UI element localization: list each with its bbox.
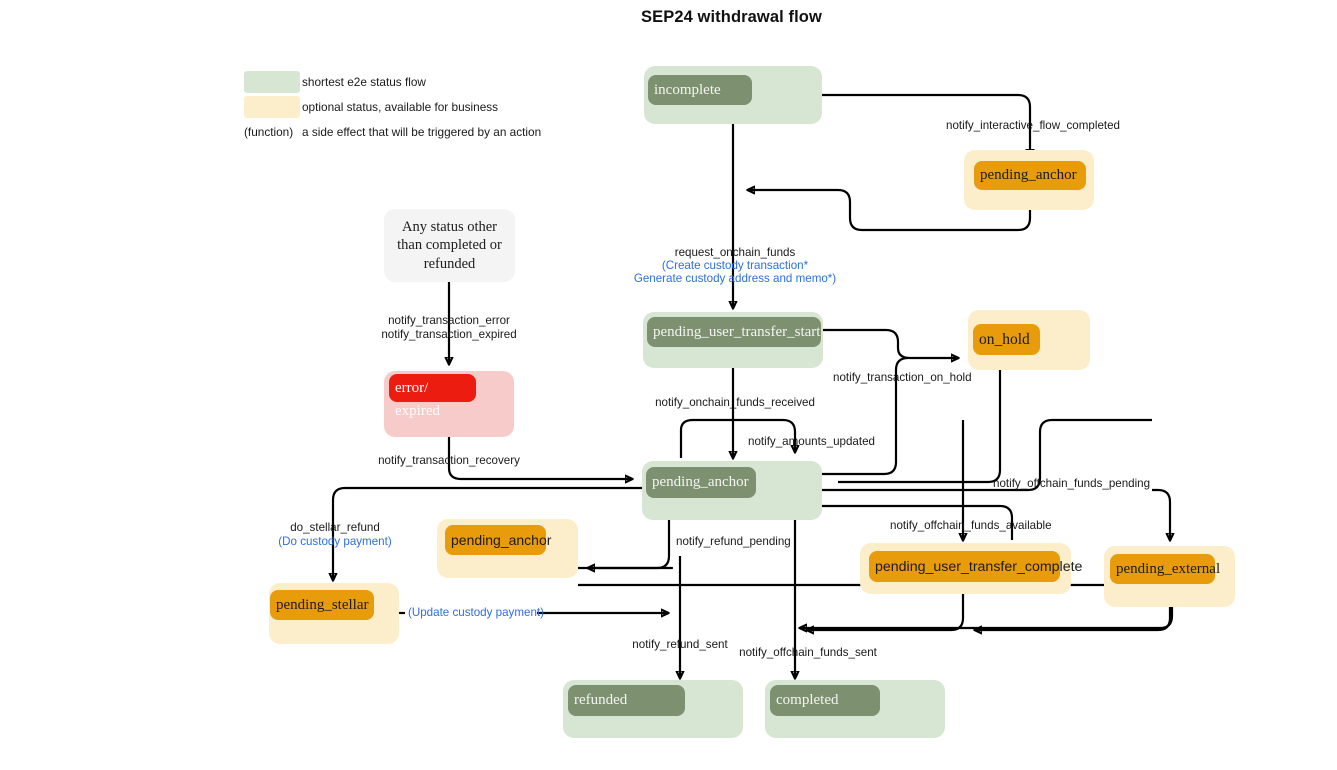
node-error-badge: error/ [389, 374, 476, 402]
node-any-status[interactable]: Any status other than completed or refun… [384, 209, 515, 282]
node-incomplete-label: incomplete [654, 81, 721, 98]
edge-label-notify-transaction-recovery: notify_transaction_recovery [378, 454, 520, 467]
node-pending-anchor-refund-label: pending_anchor [451, 532, 552, 548]
node-pending-stellar-badge: pending_stellar [270, 590, 374, 620]
node-pending-anchor-top-badge: pending_anchor [974, 161, 1086, 190]
legend-function-token: (function) [244, 125, 294, 139]
node-pending-external-label: pending_external [1116, 560, 1221, 577]
edge-on-hold-down [838, 358, 1002, 484]
node-expired-label: expired [395, 403, 440, 419]
edge-label-notify-refund-pending: notify_refund_pending [676, 535, 791, 548]
edge-pending-external-to-completed [975, 606, 1172, 630]
page-title: SEP24 withdrawal flow [641, 8, 822, 26]
node-refunded-label: refunded [574, 692, 628, 708]
node-pending-stellar-label: pending_stellar [276, 596, 369, 613]
node-pending-anchor-top-label: pending_anchor [980, 167, 1077, 183]
edge-pending-anchor-return [748, 190, 1032, 232]
node-pending-anchor-main[interactable]: pending_anchor [642, 461, 822, 520]
node-on-hold-label: on_hold [979, 330, 1030, 348]
node-any-status-label: Any status other than completed or refun… [397, 218, 502, 272]
edge-pending-anchor-refund-pending [588, 520, 671, 568]
node-pending-user-transfer-complete[interactable]: pending_user_transfer_complete [860, 543, 1082, 594]
node-error-label: error/ [395, 379, 429, 396]
node-on-hold[interactable]: on_hold [968, 310, 1090, 370]
edge-label-notify-refund-sent: notify_refund_sent [632, 638, 728, 651]
edge-label-notify-onchain-funds-received: notify_onchain_funds_received [655, 396, 815, 409]
edge-label-notify-offchain-funds-available: notify_offchain_funds_available [890, 519, 1052, 532]
edge-label-notify-transaction-error: notify_transaction_error [388, 314, 510, 327]
edge-label-generate-custody-address: Generate custody address and memo*) [633, 272, 837, 285]
node-completed[interactable]: completed [765, 680, 945, 738]
edge-putc-to-completed [807, 594, 965, 630]
edge-label-do-custody-payment: (Do custody payment) [278, 535, 392, 548]
edge-label-notify-transaction-expired: notify_transaction_expired [381, 328, 517, 341]
edge-label-create-custody-transaction: (Create custody transaction* [661, 259, 809, 272]
edge-to-pending-external [1152, 488, 1170, 540]
edge-pending-anchor-to-pending-stellar [333, 486, 642, 580]
node-pending-external[interactable]: pending_external [1104, 546, 1235, 607]
node-pending-user-transfer-complete-label: pending_user_transfer_complete [875, 558, 1083, 575]
node-pending-anchor-top[interactable]: pending_anchor [964, 150, 1094, 210]
edge-label-do-stellar-refund: do_stellar_refund [290, 521, 380, 534]
node-pending-user-transfer-start-badge: pending_user_transfer_start [647, 317, 821, 347]
node-refunded[interactable]: refunded [563, 680, 743, 738]
node-completed-label: completed [776, 692, 839, 708]
edge-label-notify-offchain-funds-pending: notify_offchain_funds_pending [993, 477, 1151, 490]
node-on-hold-badge: on_hold [973, 324, 1040, 355]
edge-pending-anchor-amounts-updated [733, 418, 795, 452]
node-pending-user-transfer-start-label: pending_user_transfer_start [653, 323, 821, 340]
edge-pending-anchor-selfloop-left [679, 418, 733, 458]
node-pending-anchor-main-badge: pending_anchor [646, 467, 756, 498]
node-pending-user-transfer-start[interactable]: pending_user_transfer_start [643, 312, 823, 368]
legend-label-shortest-flow: shortest e2e status flow [302, 75, 426, 89]
edge-label-notify-amounts-updated: notify_amounts_updated [748, 435, 875, 448]
node-incomplete[interactable]: incomplete [644, 66, 822, 124]
node-pending-user-transfer-complete-badge: pending_user_transfer_complete [869, 551, 1082, 582]
legend-label-optional-status: optional status, available for business [302, 100, 499, 114]
edge-label-notify-offchain-funds-sent: notify_offchain_funds_sent [739, 646, 877, 659]
edge-label-notify-transaction-on-hold: notify_transaction_on_hold [833, 371, 972, 384]
edge-offchain-available-route [822, 504, 1014, 540]
node-pending-external-badge: pending_external [1110, 554, 1220, 584]
edge-label-update-custody-payment: (Update custody payment) [408, 606, 544, 619]
node-pending-anchor-refund[interactable]: pending_anchor [437, 519, 578, 578]
node-completed-badge: completed [770, 685, 880, 716]
node-pending-anchor-refund-badge: pending_anchor [445, 525, 551, 555]
node-refunded-badge: refunded [568, 685, 685, 716]
node-incomplete-badge: incomplete [648, 75, 752, 105]
edge-incomplete-to-pending-anchor [822, 93, 1030, 156]
edge-error-to-pending-anchor [447, 437, 632, 479]
legend-swatch-optional-status [244, 96, 300, 118]
edge-label-notify-interactive-flow-completed: notify_interactive_flow_completed [946, 119, 1121, 132]
legend-function-label: a side effect that will be triggered by … [302, 125, 542, 139]
edge-label-request-onchain-funds: request_onchain_funds [674, 246, 796, 259]
edge-pending-anchor-to-on-hold [822, 356, 909, 476]
edge-puts-to-on-hold [822, 328, 958, 358]
node-pending-anchor-main-label: pending_anchor [652, 474, 749, 490]
node-pending-stellar[interactable]: pending_stellar [269, 583, 399, 644]
legend-swatch-shortest-flow [244, 71, 300, 93]
node-error-expired[interactable]: error/ expired [384, 371, 514, 437]
edge-pending-anchor-to-putc [822, 418, 1152, 492]
